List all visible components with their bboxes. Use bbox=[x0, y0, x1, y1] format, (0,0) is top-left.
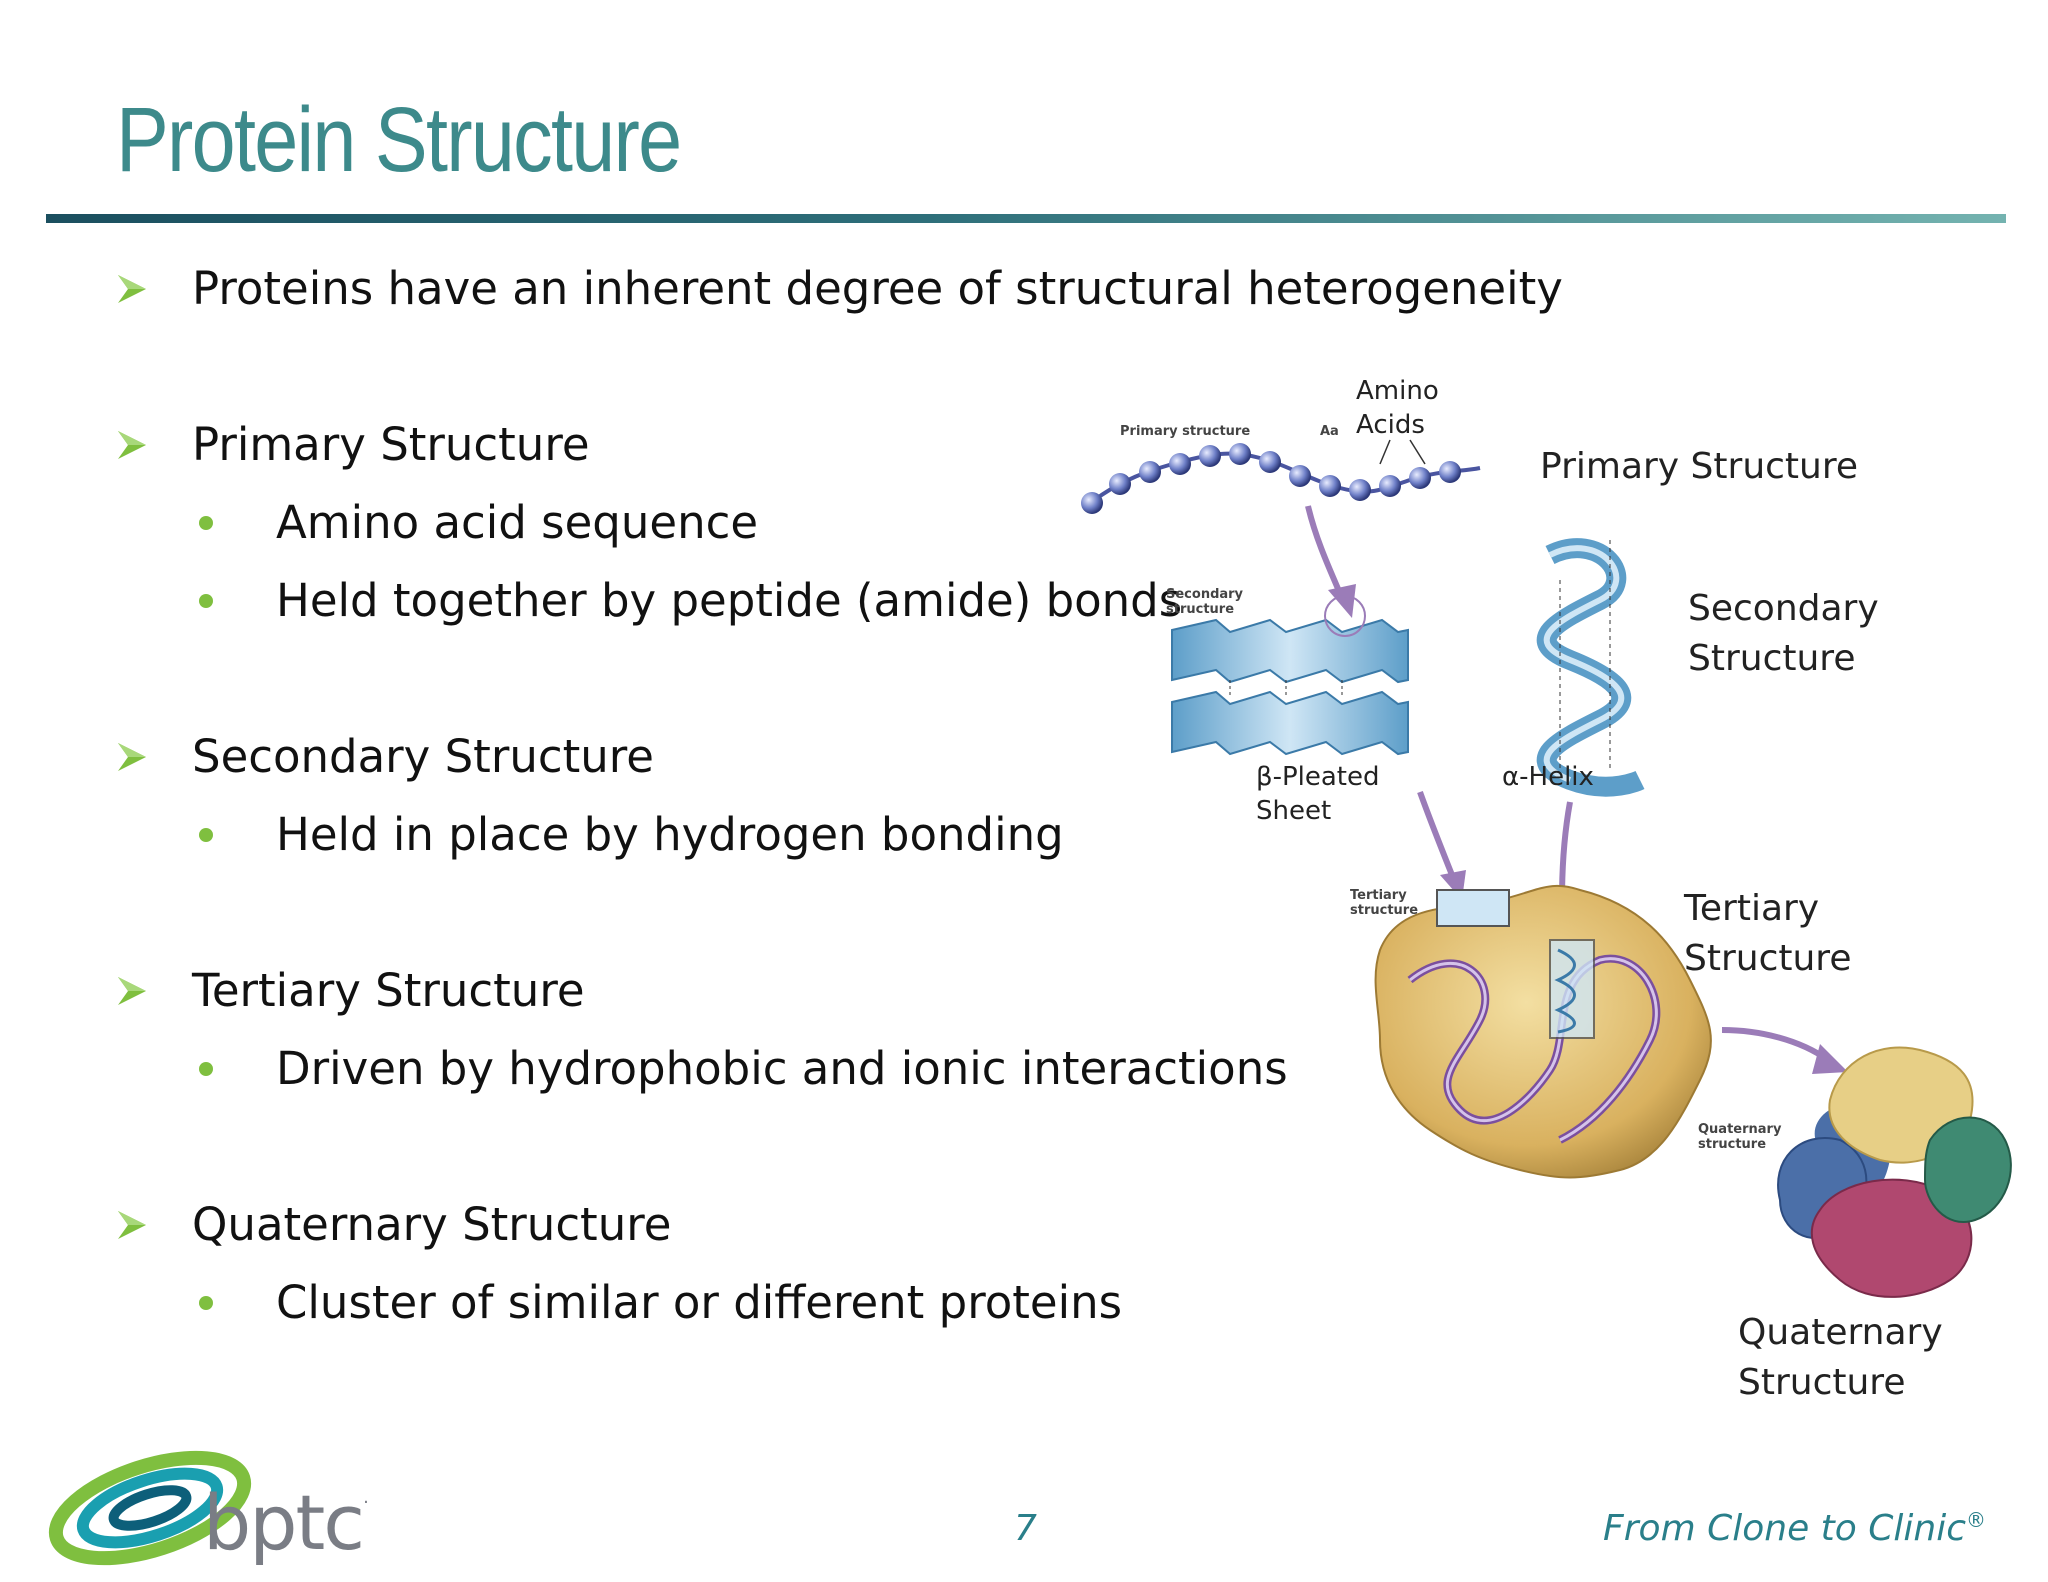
bullet-text: Driven by hydrophobic and ionic interact… bbox=[276, 1042, 1288, 1095]
bullet-text: Held in place by hydrogen bonding bbox=[276, 808, 1064, 861]
slide-title: Protein Structure bbox=[116, 89, 682, 191]
chevron-arrow-icon bbox=[118, 976, 146, 1005]
bullet-primary: Primary Structure bbox=[116, 418, 590, 471]
label-amino: Amino bbox=[1356, 376, 1439, 406]
bullet-quaternary: Quaternary Structure bbox=[116, 1198, 671, 1251]
label-primary-structure: Primary Structure bbox=[1540, 446, 1859, 487]
bullet-heterogeneity: Proteins have an inherent degree of stru… bbox=[116, 262, 1563, 315]
label-quaternary-2: Structure bbox=[1738, 1362, 1906, 1403]
chevron-arrow-icon bbox=[118, 742, 146, 771]
process-arrow bbox=[1417, 790, 1457, 882]
process-arrow bbox=[1305, 505, 1345, 600]
bullet-text: Quaternary Structure bbox=[192, 1198, 672, 1251]
label-acids: Acids bbox=[1356, 410, 1425, 440]
dot-icon bbox=[199, 1295, 213, 1310]
sub-bullet-amino-sequence: Amino acid sequence bbox=[195, 496, 758, 549]
protein-diagram bbox=[1081, 439, 2012, 1298]
process-arrowhead bbox=[1812, 1044, 1848, 1074]
label-secondary-2: Structure bbox=[1688, 638, 1856, 679]
bullet-text: Primary Structure bbox=[192, 418, 590, 471]
label-alpha-helix: α-Helix bbox=[1502, 762, 1594, 792]
dot-icon bbox=[199, 593, 213, 608]
quaternary-cluster bbox=[1777, 1046, 2012, 1298]
beta-sheet bbox=[1171, 595, 1409, 756]
registered-mark: ® bbox=[1966, 1508, 1986, 1532]
sub-bullet-cluster: Cluster of similar or different proteins bbox=[195, 1276, 1122, 1329]
bullet-secondary: Secondary Structure bbox=[116, 730, 654, 783]
bptc-logo-swirl-icon bbox=[48, 1450, 252, 1566]
process-arrow bbox=[1721, 1027, 1830, 1063]
process-arrowhead bbox=[1328, 584, 1356, 618]
footer-tagline: From Clone to Clinic® bbox=[1603, 1508, 1986, 1549]
bullet-text: Tertiary Structure bbox=[192, 964, 585, 1017]
label-tertiary-1: Tertiary bbox=[1684, 888, 1820, 929]
bullet-text: Secondary Structure bbox=[192, 730, 654, 783]
sub-bullet-hydrophobic: Driven by hydrophobic and ionic interact… bbox=[195, 1042, 1288, 1095]
tertiary-blob bbox=[1374, 884, 1712, 1179]
bullet-text: Cluster of similar or different proteins bbox=[276, 1276, 1123, 1329]
inset-label-primary: Primary structure bbox=[1120, 424, 1251, 439]
dot-icon bbox=[199, 515, 213, 530]
inset-label-tertiary-2: structure bbox=[1350, 903, 1419, 918]
page-number: 7 bbox=[1014, 1508, 1037, 1549]
bullet-tertiary: Tertiary Structure bbox=[116, 964, 585, 1017]
protein-structure-figure: Primary structure Aa Secondary structure… bbox=[1080, 376, 2020, 1403]
title-rule bbox=[46, 214, 2006, 223]
dot-icon bbox=[199, 827, 213, 842]
inset-label-secondary-2: structure bbox=[1166, 602, 1235, 617]
sub-bullet-peptide-bonds: Held together by peptide (amide) bonds bbox=[195, 574, 1182, 627]
tagline-text: From Clone to Clinic bbox=[1603, 1508, 1966, 1549]
inset-label-aa: Aa bbox=[1320, 424, 1339, 439]
primary-chain-beads bbox=[1081, 439, 1481, 514]
label-quaternary-1: Quaternary bbox=[1738, 1312, 1943, 1353]
sub-bullet-hydrogen: Held in place by hydrogen bonding bbox=[195, 808, 1064, 861]
bptc-logo-text: bptc· bbox=[203, 1478, 369, 1567]
chevron-arrow-icon bbox=[118, 274, 146, 303]
inset-label-secondary-1: Secondary bbox=[1166, 587, 1244, 602]
label-beta-2: Sheet bbox=[1256, 796, 1332, 826]
bullet-text: Proteins have an inherent degree of stru… bbox=[192, 262, 1563, 315]
bullet-text: Amino acid sequence bbox=[276, 496, 759, 549]
logo-mark: · bbox=[363, 1492, 369, 1513]
chevron-arrow-icon bbox=[118, 1210, 146, 1239]
inset-label-tertiary-1: Tertiary bbox=[1350, 888, 1407, 903]
bullet-text: Held together by peptide (amide) bonds bbox=[276, 574, 1183, 627]
chevron-arrow-icon bbox=[118, 430, 146, 459]
label-beta-1: β-Pleated bbox=[1256, 762, 1380, 792]
logo-wordmark: bptc bbox=[203, 1478, 365, 1567]
alpha-helix bbox=[1536, 538, 1645, 797]
inset-label-quaternary-2: structure bbox=[1698, 1137, 1767, 1152]
label-tertiary-2: Structure bbox=[1684, 938, 1852, 979]
dot-icon bbox=[199, 1061, 213, 1076]
label-secondary-1: Secondary bbox=[1688, 588, 1879, 629]
inset-label-quaternary-1: Quaternary bbox=[1698, 1122, 1782, 1137]
